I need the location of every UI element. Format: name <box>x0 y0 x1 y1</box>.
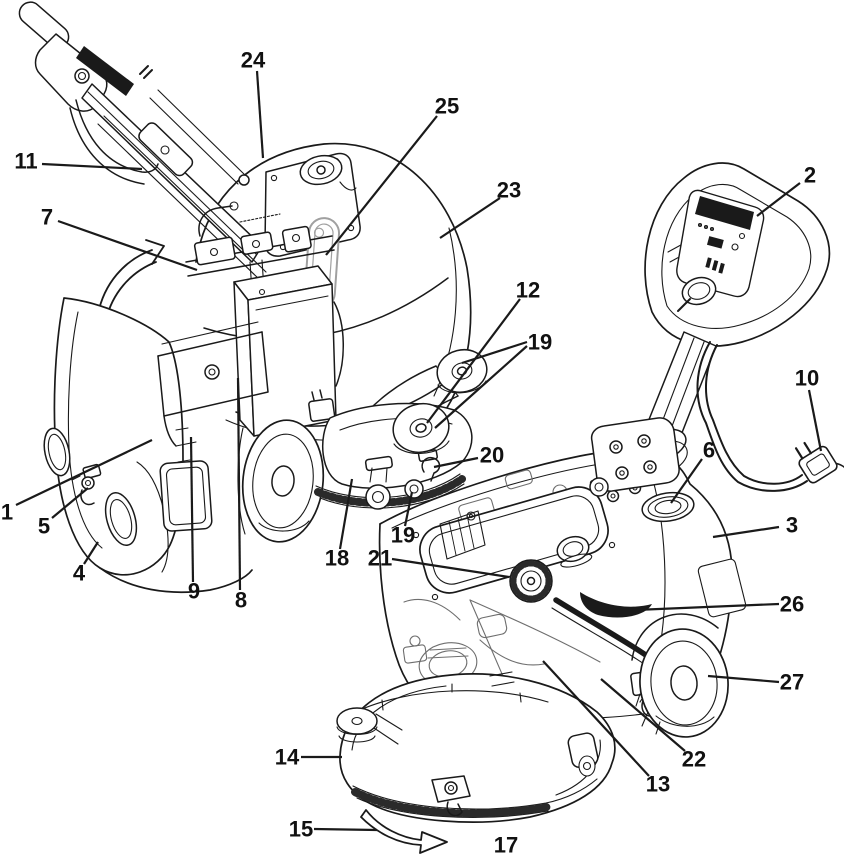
deck-caster <box>336 707 403 745</box>
callout-label-24: 24 <box>241 48 266 73</box>
callout-label-23: 23 <box>497 178 521 203</box>
callout-leader-6 <box>670 458 703 504</box>
callout-label-1: 1 <box>1 500 13 525</box>
callout-label-12: 12 <box>516 278 540 303</box>
callout-label-6: 6 <box>703 438 715 463</box>
fill-cap <box>641 491 695 523</box>
filter-cap <box>509 559 553 603</box>
callout-label-9: 9 <box>188 579 200 604</box>
callout-leader-13 <box>542 660 650 777</box>
callout-leader-19 <box>434 345 528 429</box>
brush-teeth-band <box>314 475 466 507</box>
callout-leader-1 <box>15 439 153 506</box>
callout-leader-25 <box>325 115 438 256</box>
callout-label-15: 15 <box>289 817 313 842</box>
callout-leader-19 <box>461 340 528 365</box>
handle-control-strip <box>76 46 134 96</box>
callout-label-3: 3 <box>786 513 798 538</box>
callout-label-20: 20 <box>480 443 504 468</box>
handle-release-mechanism <box>185 201 335 293</box>
handle-fold-hinge <box>138 122 194 177</box>
callout-label-25: 25 <box>435 94 459 119</box>
left-machine-handle <box>18 1 267 281</box>
callout-label-7: 7 <box>41 205 53 230</box>
callout-leader-18 <box>338 478 354 550</box>
callout-leader-19 <box>403 491 414 527</box>
callout-leader-20 <box>433 456 479 469</box>
side-door-panel <box>159 460 213 532</box>
callout-label-19: 19 <box>528 330 552 355</box>
squeegee-caster-wheel <box>365 484 391 510</box>
callout-leader-5 <box>51 487 89 519</box>
callout-label-4: 4 <box>73 561 86 586</box>
callout-leader-23 <box>439 197 501 239</box>
callout-label-10: 10 <box>795 366 819 391</box>
callout-leader-21 <box>391 557 510 579</box>
left-machine-front-shell <box>43 297 253 594</box>
console-handle <box>644 162 831 347</box>
callout-leader-10 <box>807 389 823 452</box>
callout-leader-8 <box>236 377 242 591</box>
recessed-grip <box>580 592 652 618</box>
callout-leader-2 <box>756 182 801 217</box>
deck-bumper-roller <box>567 732 599 777</box>
callout-leader-4 <box>83 541 99 565</box>
label-sticker <box>697 558 747 618</box>
secondary-cap <box>556 535 593 568</box>
callout-leader-15 <box>313 827 378 832</box>
callout-label-11: 11 <box>14 149 37 174</box>
callout-label-19: 19 <box>391 523 415 548</box>
tank-latch <box>71 463 102 506</box>
callout-leader-12 <box>426 298 521 424</box>
right-scrub-deck <box>336 671 616 823</box>
callout-leader-9 <box>189 436 195 583</box>
right-handle-shaft <box>589 331 717 497</box>
callout-layer: 1234567891011121314151718191920212223242… <box>1 48 823 856</box>
right-machine-illustration <box>336 162 844 854</box>
callout-label-22: 22 <box>682 747 706 772</box>
callout-label-8: 8 <box>235 588 247 613</box>
callout-leader-24 <box>255 70 265 159</box>
power-plug <box>794 441 844 484</box>
right-machine-body <box>378 449 747 725</box>
callout-label-27: 27 <box>780 670 804 695</box>
callout-label-17: 17 <box>494 833 518 856</box>
callout-label-18: 18 <box>325 546 349 571</box>
deck-brush-band <box>351 788 551 818</box>
callout-label-21: 21 <box>368 546 392 571</box>
control-panel-icons <box>697 222 746 274</box>
callout-leader-26 <box>609 602 780 613</box>
vent-grille <box>439 510 486 560</box>
callout-label-5: 5 <box>38 514 50 539</box>
callout-leader-7 <box>57 219 198 272</box>
battery-tray <box>157 321 269 447</box>
deck-latch <box>431 775 471 817</box>
battery-box <box>233 265 344 437</box>
callout-label-2: 2 <box>804 163 816 188</box>
callout-leader-11 <box>41 162 143 171</box>
callout-label-14: 14 <box>275 745 300 770</box>
left-machine-illustration <box>18 1 488 594</box>
console-knob <box>681 276 717 306</box>
right-rear-wheel <box>639 628 729 738</box>
power-cord <box>696 341 844 492</box>
tank-cap-pulley <box>299 154 343 186</box>
callout-leader-27 <box>707 674 780 684</box>
control-panel-display <box>695 196 754 230</box>
callout-leader-3 <box>712 525 780 539</box>
callout-label-13: 13 <box>646 772 670 797</box>
callout-leader-22 <box>600 678 686 752</box>
callout-label-26: 26 <box>780 592 804 617</box>
